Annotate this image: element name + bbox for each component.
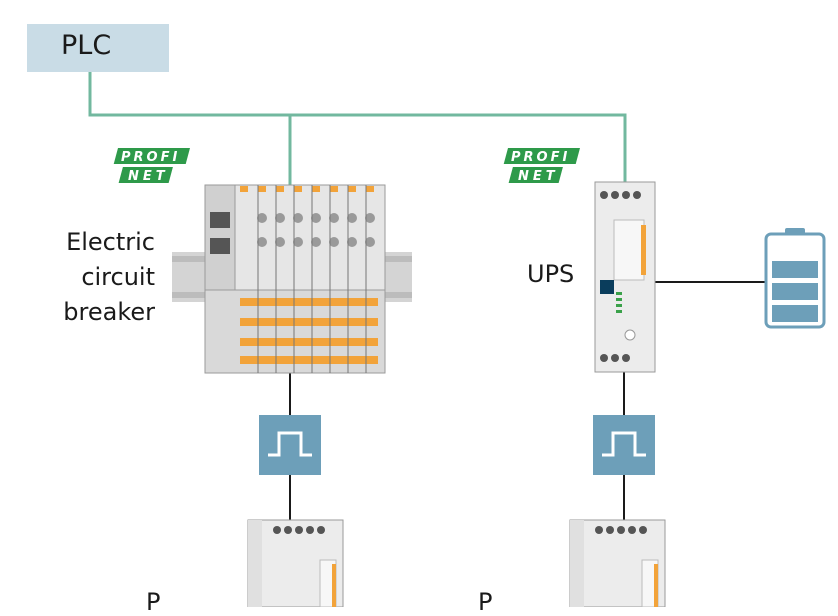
breaker-label: Electric circuit breaker [35,225,155,330]
plc-box: PLC [27,24,169,72]
battery-icon [764,228,826,329]
profinet-left-line1: PROFI [121,150,180,165]
ethernet-port-icon [210,212,230,228]
breaker-label-line: Electric [66,228,155,256]
breaker-label-line: breaker [63,298,155,326]
channel-knobs [257,213,375,247]
signal-lines [289,281,765,520]
power-supply-right-label: P [478,588,493,616]
breaker-label-line: circuit [81,263,155,291]
network-lines [88,72,627,190]
pulse-box-left [259,415,321,475]
ups-label: UPS [527,260,575,288]
ups-device [594,181,656,373]
terminal-row-top [240,186,374,192]
pulse-box-right [593,415,655,475]
plc-label: PLC [61,30,112,61]
ups-terminals-bottom [600,354,630,362]
ups-terminals-top [600,191,641,199]
plc-bus-line [88,72,627,182]
profinet-left-line2: NET [128,169,169,184]
profinet-logo-left: PROFI NET [113,148,190,184]
power-supply-right [569,519,666,607]
power-supply-left-label: P [146,588,161,616]
terminal-rows-bottom [240,298,378,364]
breaker-device [204,184,386,374]
profinet-logo-right: PROFI NET [503,148,580,184]
ethernet-port-icon [210,238,230,254]
profinet-right-line1: PROFI [511,150,570,165]
ups-logo-icon [600,280,614,294]
profinet-right-line2: NET [518,169,559,184]
power-supply-left [247,519,344,607]
